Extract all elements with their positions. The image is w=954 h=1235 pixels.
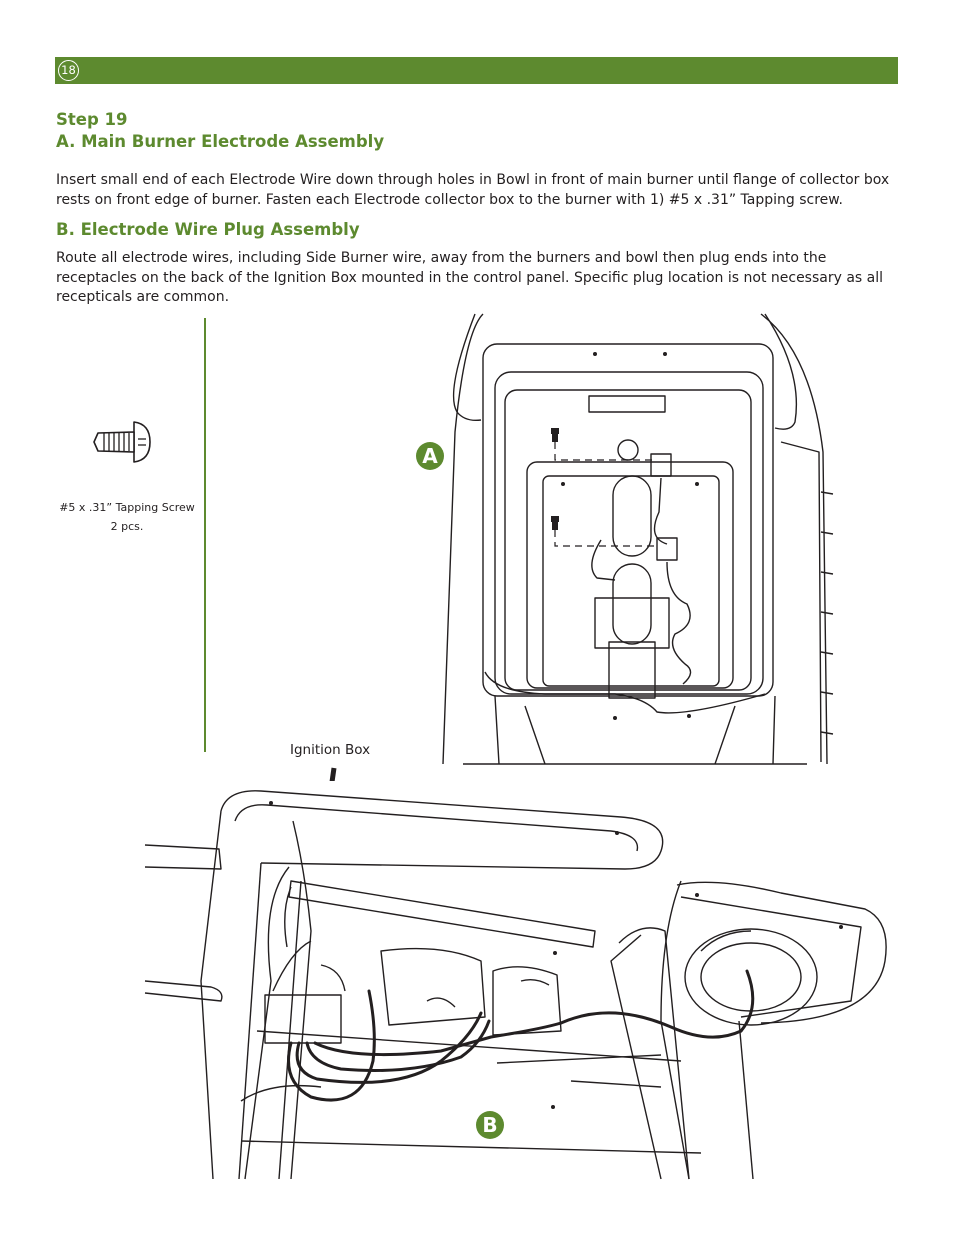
figure-a-badge <box>416 442 444 470</box>
figure-b-badge-letter: B <box>482 1113 497 1137</box>
section-b-heading: B. Electrode Wire Plug Assembly <box>56 220 360 239</box>
figure-a-badge-letter: A <box>422 444 438 468</box>
ignition-box-label: Ignition Box <box>290 742 371 758</box>
page-number: 18 <box>58 60 79 81</box>
section-b-text: Route all electrode wires, including Sid… <box>56 250 884 305</box>
section-a-heading: A. Main Burner Electrode Assembly <box>56 132 385 151</box>
figure-a-illustration: A <box>416 313 834 765</box>
parts-divider <box>204 318 206 752</box>
figure-b-badge <box>476 1111 504 1139</box>
screw-label: #5 x .31” Tapping Screw <box>59 501 195 514</box>
header-bar: 18 <box>55 57 898 84</box>
tapping-screw-icon <box>93 421 151 463</box>
figure-b-illustration: B <box>141 781 898 1180</box>
section-a-text: Insert small end of each Electrode Wire … <box>56 172 890 208</box>
screw-quantity: 2 pcs. <box>110 520 144 533</box>
step-title: Step 19 <box>56 110 128 129</box>
